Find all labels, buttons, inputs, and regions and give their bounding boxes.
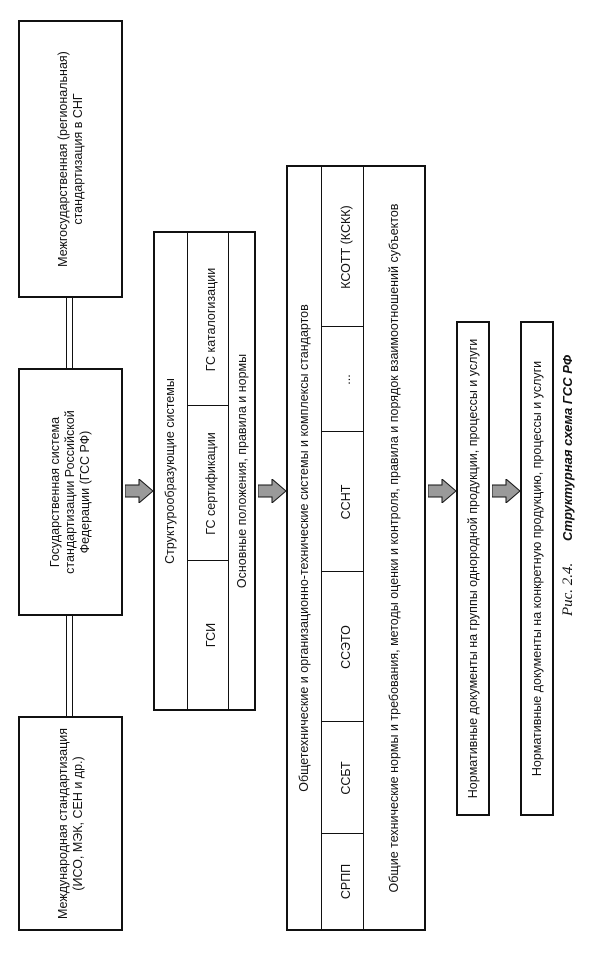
structural-divider [228, 233, 229, 709]
general-bottom-label: Общие технические нормы и требования, ме… [386, 203, 401, 893]
specific-documents-box: Нормативные документы на конкретную прод… [520, 321, 554, 816]
arrow-down-icon [492, 479, 520, 503]
general-title: Общетехнические и организационно-техниче… [297, 304, 311, 792]
general-divider [321, 167, 322, 929]
general-cell-sseto: ССЭТО [339, 625, 353, 669]
structural-cell-gsi: ГСИ [204, 622, 218, 648]
structural-title: Структурообразующие системы [163, 378, 177, 564]
connector-line-right [72, 298, 73, 368]
figure-caption: Рис. 2.4. Структурная схема ГСС РФ [560, 0, 577, 971]
international-label: Международная стандартизация (ИСО, МЭК, … [55, 727, 85, 920]
structural-cell-cataloguing: ГС каталогизации [204, 267, 218, 372]
general-cell-ssnt: ССНТ [339, 484, 353, 520]
connector-line-left [72, 616, 73, 716]
general-systems-box: Общетехнические и организационно-техниче… [286, 165, 426, 931]
arrow-down-icon [258, 479, 286, 503]
groups-documents-label: Нормативные документы на группы однородн… [465, 338, 480, 799]
arrow-down-icon [125, 479, 153, 503]
connector-line-left [66, 616, 67, 716]
structural-bottom: Основные положения, правила и нормы [235, 353, 249, 589]
national-label: Государственная система стандартизации Р… [48, 410, 92, 574]
connector-line-right [66, 298, 67, 368]
general-cell-srpp: СРПП [339, 863, 353, 900]
structural-systems-box: Структурообразующие системы ГСИ ГС серти… [153, 231, 256, 711]
general-cell-ellipsis: ... [339, 374, 353, 385]
figure-number: Рис. 2.4. [560, 562, 576, 617]
figure-title: Структурная схема ГСС РФ [560, 354, 575, 541]
groups-documents-box: Нормативные документы на группы однородн… [456, 321, 490, 816]
interstate-box: Межгосударственная (региональная) станда… [18, 20, 123, 298]
international-box: Международная стандартизация (ИСО, МЭК, … [18, 716, 123, 931]
specific-documents-label: Нормативные документы на конкретную прод… [529, 360, 544, 777]
general-cell-ksott: КСОТТ (КСКК) [339, 205, 353, 289]
general-bottom: Общие технические нормы и требования, ме… [368, 173, 420, 923]
arrow-down-icon [428, 479, 456, 503]
structural-cell-certification: ГС сертификации [204, 432, 218, 535]
general-divider [363, 167, 364, 929]
national-box: Государственная система стандартизации Р… [18, 368, 123, 616]
general-cell-ssbt: ССБТ [339, 761, 353, 795]
interstate-label: Межгосударственная (региональная) станда… [55, 51, 85, 267]
structural-divider [187, 233, 188, 709]
